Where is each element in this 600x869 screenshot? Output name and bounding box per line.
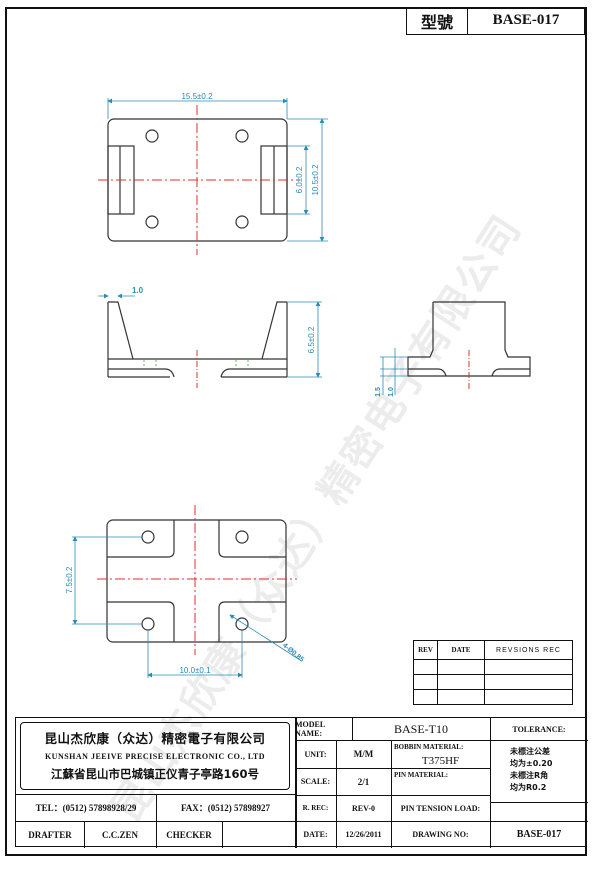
front-height-dim: 6.5±0.2 <box>307 326 316 353</box>
unit-value: M/M <box>353 749 374 759</box>
tolerance-line: 未標注公差 <box>510 747 550 756</box>
side-dim-b: 1.0 <box>388 387 395 397</box>
drawing-no-label: DRAWING NO: <box>412 830 469 839</box>
side-view <box>407 301 531 377</box>
drawing-no-value: BASE-017 <box>516 829 562 840</box>
revision-row <box>414 674 572 689</box>
revision-table: REV DATE REVSIONS REC <box>413 640 573 705</box>
model-value: BASE-017 <box>492 12 560 28</box>
top-width-dim: 15.5±0.2 <box>181 92 213 101</box>
revisions-header: REVSIONS REC <box>496 646 561 654</box>
model-name-value: BASE-T10 <box>394 721 448 736</box>
scale-label: SCALE: <box>300 777 331 786</box>
front-wall-dim: 1.0 <box>132 286 144 295</box>
date-value: 12/26/2011 <box>345 830 382 839</box>
side-dim-a: 1.5 <box>375 387 382 397</box>
company-name-en: KUNSHAN JEEIVE PRECISE ELECTRONIC CO., L… <box>44 752 266 761</box>
title-block: 昆山杰欣康（众达）精密電子有限公司 KUNSHAN JEEIVE PRECISE… <box>15 717 588 848</box>
tolerance-line: 未標注R角 <box>510 771 549 780</box>
model-header: 型號 BASE-017 <box>406 7 585 35</box>
checker-value <box>222 821 295 848</box>
drafter-value: C.C.ZEN <box>101 829 138 840</box>
revision-header-row: REV DATE REVSIONS REC <box>414 641 572 659</box>
revision-row <box>414 659 572 674</box>
tolerance-label: TOLERANCE: <box>512 724 566 734</box>
company-info: 昆山杰欣康（众达）精密電子有限公司 KUNSHAN JEEIVE PRECISE… <box>20 722 290 790</box>
checker-label: CHECKER <box>166 829 212 840</box>
date-label: DATE: <box>303 830 328 839</box>
tolerance-notes: 未標注公差 均为±0.20 未標注R角 均为R0.2 <box>490 740 588 800</box>
bottom-pitch-x-dim: 10.0±0.1 <box>179 666 211 675</box>
company-address: 江蘇省昆山市巴城镇正仪青子亭路160号 <box>50 767 259 781</box>
bottom-pitch-y-dim: 7.5±0.2 <box>65 566 74 593</box>
company-name-cn: 昆山杰欣康（众达）精密電子有限公司 <box>44 731 266 746</box>
bottom-view <box>106 519 287 643</box>
model-label: 型號 <box>407 7 468 34</box>
rev-value: REV-0 <box>352 803 375 813</box>
top-height-dim: 10.5±0.2 <box>311 164 320 196</box>
rev-header: REV <box>414 641 438 659</box>
bobbin-material-label: BOBBIN MATERIAL: <box>394 743 464 751</box>
tel: TEL：(0512) 57898928/29 <box>35 803 137 813</box>
bottom-hole-dim: 4-Ø0.85 <box>281 642 305 664</box>
drawing-frame <box>5 7 587 856</box>
top-slot-dim: 6.0±0.2 <box>295 166 304 193</box>
tolerance-line: 均为R0.2 <box>510 783 547 792</box>
fax: FAX：(0512) 57898927 <box>180 803 271 813</box>
rev-label: R. REC: <box>302 804 329 812</box>
scale-value: 2/1 <box>357 776 370 787</box>
model-name-label: MODEL NAME: <box>295 720 325 738</box>
tolerance-line: 均为±0.20 <box>510 759 553 768</box>
revision-row <box>414 689 572 704</box>
pin-tension-label: PIN TENSION LOAD: <box>400 803 481 813</box>
bobbin-material-value: T375HF <box>421 754 460 767</box>
unit-label: UNIT: <box>304 749 327 759</box>
drafter-label: DRAFTER <box>28 829 72 840</box>
date-header: DATE <box>438 641 485 659</box>
pin-material-label: PIN MATERIAL: <box>394 771 449 779</box>
